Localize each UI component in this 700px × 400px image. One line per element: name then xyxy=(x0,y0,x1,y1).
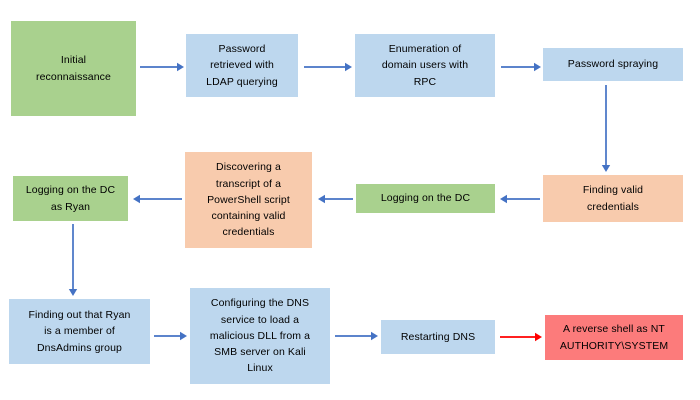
flowchart-node-n11[interactable]: Restarting DNS xyxy=(381,320,495,354)
flowchart-arrow-n5-to-n6 xyxy=(500,194,540,204)
flowchart-node-n5[interactable]: Finding valid credentials xyxy=(543,175,683,222)
flowchart-arrow-n2-to-n3 xyxy=(304,62,352,72)
flowchart-node-n3[interactable]: Enumeration of domain users with RPC xyxy=(355,34,495,97)
flowchart-node-n2[interactable]: Password retrieved with LDAP querying xyxy=(186,34,298,97)
flowchart-arrow-n6-to-n7 xyxy=(318,194,353,204)
flowchart-node-n6[interactable]: Logging on the DC xyxy=(356,184,495,213)
flowchart-node-n8[interactable]: Logging on the DC as Ryan xyxy=(13,176,128,221)
flowchart-node-n1[interactable]: Initial reconnaissance xyxy=(11,21,136,116)
flowchart-node-n12[interactable]: A reverse shell as NT AUTHORITY\SYSTEM xyxy=(545,315,683,360)
flowchart-arrow-n7-to-n8 xyxy=(133,194,182,204)
flowchart-arrow-n8-to-n9 xyxy=(68,224,78,296)
flowchart-arrow-n11-to-n12 xyxy=(500,332,542,342)
flowchart-node-n10[interactable]: Configuring the DNS service to load a ma… xyxy=(190,288,330,384)
flowchart-arrow-n4-to-n5 xyxy=(601,85,611,172)
flowchart-arrow-n10-to-n11 xyxy=(335,331,378,341)
flowchart-node-n9[interactable]: Finding out that Ryan is a member of Dns… xyxy=(9,299,150,364)
flowchart-node-n4[interactable]: Password spraying xyxy=(543,48,683,81)
flowchart-arrow-n9-to-n10 xyxy=(154,331,187,341)
flowchart-node-n7[interactable]: Discovering a transcript of a PowerShell… xyxy=(185,152,312,248)
flowchart-arrow-n1-to-n2 xyxy=(140,62,184,72)
flowchart-arrow-n3-to-n4 xyxy=(501,62,541,72)
